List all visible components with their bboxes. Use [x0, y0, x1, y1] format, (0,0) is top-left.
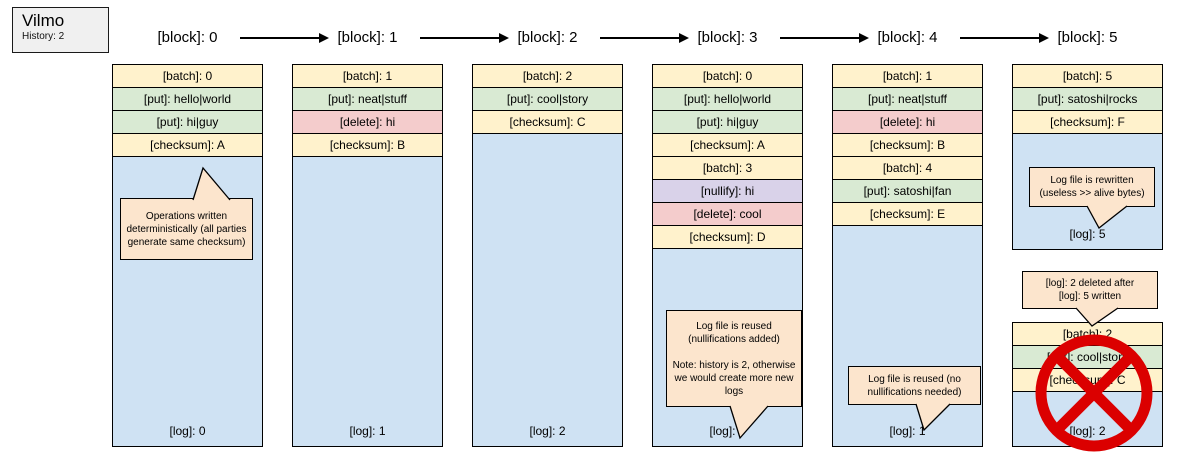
no-symbol-icon	[1035, 334, 1153, 452]
block-header-5: [block]: 5	[1057, 29, 1118, 46]
callout-log-reused: Log file is reused (no nullifications ne…	[848, 366, 981, 405]
batch-cell: [batch]: 5	[1012, 64, 1163, 88]
block-header-3: [block]: 3	[697, 29, 758, 46]
log-label: [log]: 0	[169, 424, 206, 438]
checksum-cell: [checksum]: E	[832, 202, 983, 226]
put-cell: [put]: hi|guy	[652, 110, 803, 134]
flow-arrow-icon	[960, 33, 1049, 43]
batch-cell: [batch]: 0	[652, 64, 803, 88]
batch-cell: [batch]: 1	[832, 64, 983, 88]
callout-tail-icon	[729, 405, 769, 440]
flow-arrow-icon	[780, 33, 869, 43]
checksum-cell: [checksum]: B	[832, 133, 983, 157]
block-header-4: [block]: 4	[877, 29, 938, 46]
batch-cell: [batch]: 1	[292, 64, 443, 88]
checksum-cell: [checksum]: B	[292, 133, 443, 157]
callout-tail-icon	[1075, 307, 1119, 327]
delete-cell: [delete]: hi	[292, 110, 443, 134]
block-column-4: [batch]: 1 [put]: neat|stuff [delete]: h…	[832, 64, 983, 447]
block-column-1: [batch]: 1 [put]: neat|stuff [delete]: h…	[292, 64, 443, 447]
delete-cell: [delete]: hi	[832, 110, 983, 134]
block-column-2: [batch]: 2 [put]: cool|story [checksum]:…	[472, 64, 623, 447]
log-area: [log]: 2	[472, 133, 623, 447]
callout-tail-icon	[915, 403, 951, 432]
checksum-cell: [checksum]: A	[652, 133, 803, 157]
log-label: [log]: 2	[529, 424, 566, 438]
batch-cell: [batch]: 0	[112, 64, 263, 88]
nullify-cell: [nullify]: hi	[652, 179, 803, 203]
block-header-2: [block]: 2	[517, 29, 578, 46]
log-label: [log]: 2	[1069, 424, 1106, 438]
flow-arrow-icon	[420, 33, 509, 43]
put-cell: [put]: neat|stuff	[832, 87, 983, 111]
flow-arrow-icon	[600, 33, 689, 43]
log-label: [log]: 1	[349, 424, 386, 438]
put-cell: [put]: satoshi|fan	[832, 179, 983, 203]
delete-cell: [delete]: cool	[652, 202, 803, 226]
checksum-cell: [checksum]: D	[652, 225, 803, 249]
legend-title: Vilmo	[22, 11, 65, 30]
put-cell: [put]: hi|guy	[112, 110, 263, 134]
checksum-cell: [checksum]: C	[472, 110, 623, 134]
put-cell: [put]: neat|stuff	[292, 87, 443, 111]
log-area: [log]: 1	[292, 156, 443, 447]
checksum-cell: [checksum]: F	[1012, 110, 1163, 134]
batch-cell: [batch]: 3	[652, 156, 803, 180]
log-label: [log]: 1	[889, 424, 926, 438]
put-cell: [put]: hello|world	[112, 87, 263, 111]
callout-log-rewritten: Log file is rewritten (useless >> alive …	[1029, 167, 1155, 207]
log-area: [log]: 1	[832, 225, 983, 447]
block-column-0: [batch]: 0 [put]: hello|world [put]: hi|…	[112, 64, 263, 447]
batch-cell: [batch]: 4	[832, 156, 983, 180]
callout-log-reused-nullifications: Log file is reused (nullifications added…	[666, 310, 802, 407]
legend-history: History: 2	[22, 31, 65, 42]
block-header-1: [block]: 1	[337, 29, 398, 46]
callout-log-deleted: [log]: 2 deleted after [log]: 5 written	[1022, 271, 1158, 309]
flow-arrow-icon	[240, 33, 329, 43]
legend-box: Vilmo History: 2	[12, 7, 109, 53]
callout-tail-icon	[192, 166, 231, 201]
checksum-cell: [checksum]: A	[112, 133, 263, 157]
put-cell: [put]: cool|story	[472, 87, 623, 111]
put-cell: [put]: hello|world	[652, 87, 803, 111]
put-cell: [put]: satoshi|rocks	[1012, 87, 1163, 111]
block-header-0: [block]: 0	[157, 29, 218, 46]
batch-cell: [batch]: 2	[472, 64, 623, 88]
callout-tail-icon	[1086, 205, 1128, 229]
callout-deterministic: Operations written deterministically (al…	[120, 198, 253, 260]
log-label: [log]: 5	[1069, 227, 1106, 241]
